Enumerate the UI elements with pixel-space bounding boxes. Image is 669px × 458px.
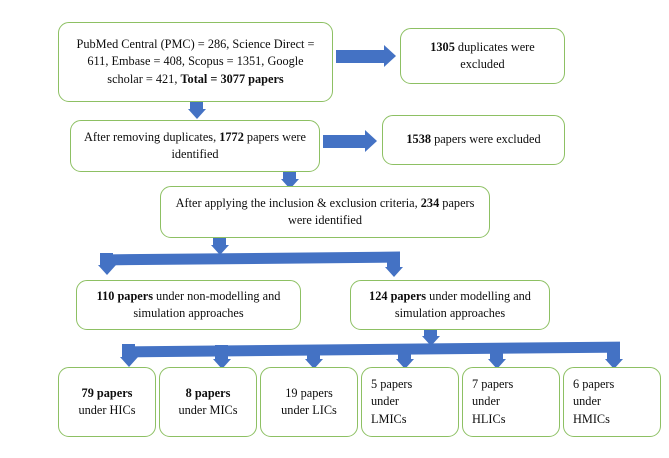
arrow-criteria-down-head xyxy=(210,245,229,255)
mics-count: 8 papers xyxy=(185,385,231,400)
arrow-hlics-shaft xyxy=(490,348,503,361)
criteria-count: 234 xyxy=(420,195,440,210)
arrow-branch-right-shaft xyxy=(387,255,400,269)
hmics-label: HMICs xyxy=(573,411,610,426)
arrow-branch-left-shaft xyxy=(100,253,113,267)
sources-line-2: 611, Embase = 408, Scopus = 1351, Google xyxy=(87,54,304,69)
arrow-hics-shaft xyxy=(122,344,135,359)
hics-count: 79 papers xyxy=(81,385,133,400)
arrow-hlics-head xyxy=(487,359,506,369)
two-way-distribution-bar xyxy=(100,251,400,266)
excluded-text: papers were excluded xyxy=(431,132,541,147)
after-removing-duplicates-box: After removing duplicates, 1772 papers w… xyxy=(70,120,320,172)
lmics-under: under xyxy=(371,394,399,409)
after-criteria-box: After applying the inclusion & exclusion… xyxy=(160,186,490,238)
arrow-sources-to-duplicates-shaft xyxy=(336,50,384,63)
arrow-lmics-shaft xyxy=(398,347,411,361)
arrow-dedup-to-excluded-head xyxy=(365,130,377,152)
lics-label: under LICs xyxy=(281,403,337,417)
arrow-sources-down-shaft xyxy=(190,102,203,111)
hics-box: 79 papers under HICs xyxy=(58,367,156,437)
after-dup-pre: After removing duplicates, xyxy=(84,129,220,144)
non-modelling-text: under non-modelling and simulation appro… xyxy=(133,288,281,320)
six-way-distribution-bar xyxy=(122,341,620,358)
criteria-pre: After applying the inclusion & exclusion… xyxy=(175,195,421,210)
arrow-sources-down-head xyxy=(187,109,206,119)
arrow-dedup-down-head xyxy=(280,179,299,189)
after-dup-post: papers were identified xyxy=(171,129,306,161)
hlics-box: 7 papers under HLICs xyxy=(462,367,560,437)
modelling-count: 124 papers xyxy=(369,288,427,303)
arrow-lics-head xyxy=(304,359,323,369)
arrow-lics-shaft xyxy=(307,346,320,361)
sources-line-3: scholar = 421, xyxy=(107,71,181,86)
sources-box: PubMed Central (PMC) = 286, Science Dire… xyxy=(58,22,333,102)
non-modelling-count: 110 papers xyxy=(96,288,153,303)
arrow-lmics-head xyxy=(395,359,414,369)
lmics-box: 5 papers under LMICs xyxy=(361,367,459,437)
arrow-hmics-head xyxy=(604,359,623,369)
duplicates-text: duplicates were excluded xyxy=(454,39,535,71)
excluded-count: 1538 xyxy=(406,132,431,147)
mics-label: under MICs xyxy=(178,403,238,417)
hlics-label: HLICs xyxy=(472,411,506,426)
duplicates-excluded-box: 1305 duplicates were excluded xyxy=(400,28,565,84)
lics-count: 19 papers xyxy=(285,385,333,400)
lmics-label: LMICs xyxy=(371,411,407,426)
mics-box: 8 papers under MICs xyxy=(159,367,257,437)
sources-total: Total = 3077 papers xyxy=(180,71,284,86)
arrow-dedup-down-shaft xyxy=(283,172,296,181)
arrow-modelling-down-shaft xyxy=(424,330,437,338)
arrow-branch-right-head xyxy=(384,267,403,277)
hmics-count: 6 papers xyxy=(573,376,615,391)
arrow-dedup-to-excluded-shaft xyxy=(323,135,365,148)
lics-box: 19 papers under LICs xyxy=(260,367,358,437)
sources-line-1: PubMed Central (PMC) = 286, Science Dire… xyxy=(76,36,315,51)
papers-excluded-box: 1538 papers were excluded xyxy=(382,115,565,165)
arrow-criteria-down-shaft xyxy=(213,238,226,247)
hlics-count: 7 papers xyxy=(472,376,514,391)
lmics-count: 5 papers xyxy=(371,376,413,391)
arrow-mics-shaft xyxy=(215,345,228,361)
modelling-text: under modelling and simulation approache… xyxy=(394,288,531,320)
after-dup-count: 1772 xyxy=(219,129,244,144)
hmics-under: under xyxy=(573,394,601,409)
arrow-hics-head xyxy=(119,357,138,367)
arrow-mics-head xyxy=(212,359,231,369)
arrow-branch-left-head xyxy=(97,265,116,275)
hlics-under: under xyxy=(472,394,500,409)
arrow-hmics-shaft xyxy=(607,349,620,361)
modelling-box: 124 papers under modelling and simulatio… xyxy=(350,280,550,330)
hics-label: under HICs xyxy=(78,403,136,417)
duplicates-count: 1305 xyxy=(430,39,455,54)
hmics-box: 6 papers under HMICs xyxy=(563,367,661,437)
arrow-modelling-down-head xyxy=(421,336,440,346)
non-modelling-box: 110 papers under non-modelling and simul… xyxy=(76,280,301,330)
arrow-sources-to-duplicates-head xyxy=(384,45,396,67)
criteria-post: papers were identified xyxy=(287,195,475,227)
